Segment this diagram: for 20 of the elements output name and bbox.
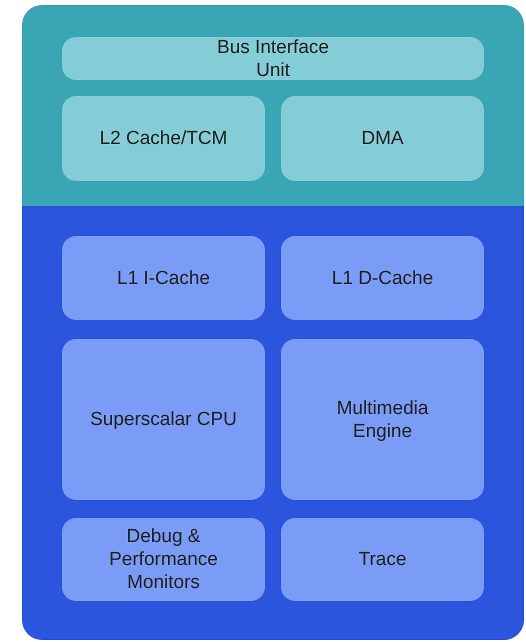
block-box	[62, 37, 484, 80]
block-box	[281, 236, 484, 320]
block-box	[281, 96, 484, 181]
block-label: Debug & Performance Monitors	[108, 525, 219, 594]
block-label: L2 Cache/TCM	[100, 127, 228, 150]
block-label: L1 I-Cache	[117, 266, 210, 290]
block-label: Bus Interface Unit	[216, 36, 330, 82]
block-label: Superscalar CPU	[90, 408, 237, 431]
block-box	[62, 518, 265, 601]
block-label: DMA	[361, 127, 404, 150]
section-panel	[22, 5, 524, 206]
block-box	[62, 96, 265, 181]
section-panel	[22, 206, 524, 640]
block-box	[62, 339, 265, 500]
block-box	[281, 339, 484, 500]
block-label: Trace	[358, 548, 406, 571]
block-label: Multimedia Engine	[336, 396, 430, 442]
block-box	[281, 518, 484, 601]
block-label: L1 D-Cache	[332, 266, 434, 290]
block-box	[62, 236, 265, 320]
